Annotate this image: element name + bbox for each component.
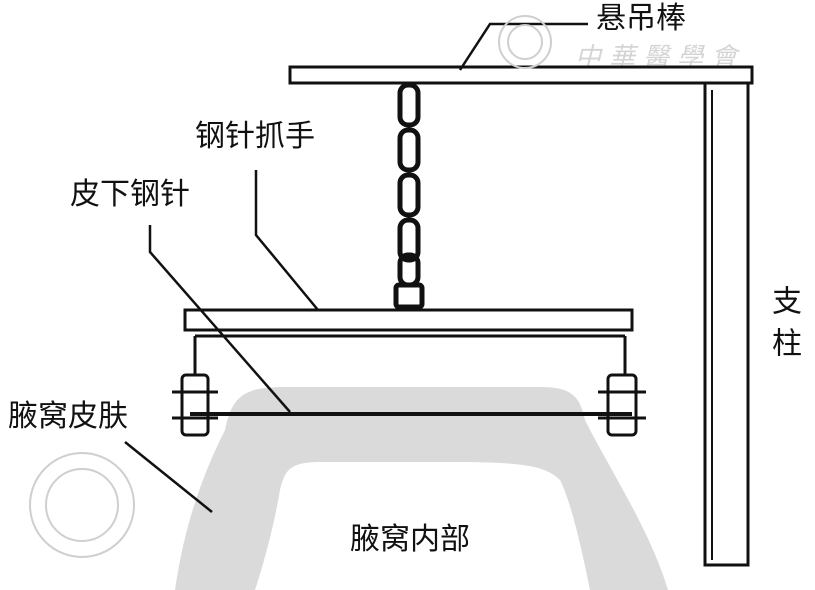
chain — [393, 82, 425, 310]
leader-lines — [124, 22, 588, 513]
label-axillary-interior: 腋窝内部 — [350, 522, 470, 557]
label-subcutaneous-needle: 皮下钢针 — [70, 177, 190, 212]
label-needle-grip: 钢针抓手 — [195, 119, 315, 154]
label-axillary-skin: 腋窝皮肤 — [8, 399, 128, 434]
watermark-logo — [29, 15, 552, 558]
axilla-tissue — [175, 387, 668, 590]
label-pillar: 支柱 — [766, 285, 801, 369]
needle-grip — [172, 308, 646, 437]
label-suspension-rod: 悬吊棒 — [596, 1, 686, 36]
suspension-rod — [288, 65, 754, 85]
